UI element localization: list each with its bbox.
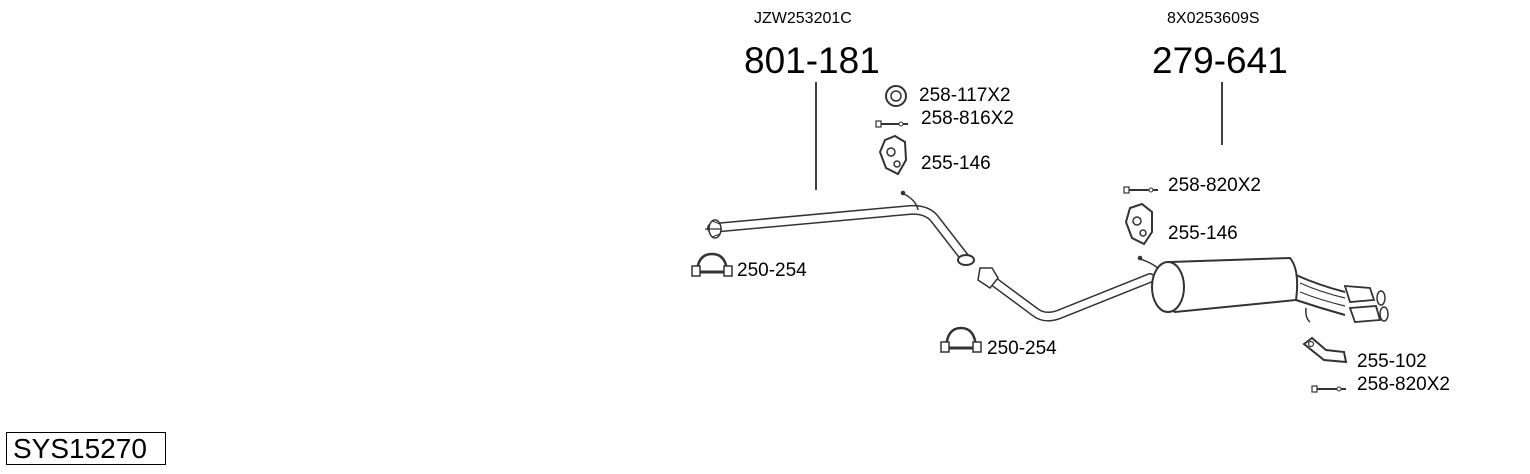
part-label: 255-146	[921, 153, 991, 174]
part-number-label: 801-181	[744, 40, 880, 81]
clamp-icon	[691, 252, 733, 277]
front-pipe	[705, 190, 975, 266]
part-label: 250-254	[987, 338, 1057, 359]
part-label: 250-254	[737, 260, 807, 281]
clamp-icon	[940, 326, 982, 353]
part-label: 255-102	[1357, 351, 1427, 372]
bolt-icon	[1311, 385, 1346, 393]
part-label: 258-117X2	[919, 85, 1011, 106]
oe-number-label: JZW253201C	[754, 10, 852, 27]
system-code-box: SYS15270	[6, 432, 166, 465]
ring-gasket-icon	[885, 85, 907, 107]
part-label: 258-820X2	[1357, 374, 1450, 395]
bracket-icon	[1302, 336, 1348, 364]
part-label: 255-146	[1168, 223, 1238, 244]
bolt-icon	[1123, 186, 1158, 194]
rubber-hanger-icon	[878, 134, 908, 176]
rubber-hanger-icon	[1124, 202, 1153, 246]
rear-silencer	[977, 255, 1389, 323]
oe-number-label: 8X0253609S	[1167, 10, 1260, 27]
part-label: 258-820X2	[1168, 175, 1261, 196]
bolt-icon	[875, 120, 908, 128]
part-label: 258-816X2	[921, 108, 1014, 129]
part-number-label: 279-641	[1152, 40, 1288, 81]
